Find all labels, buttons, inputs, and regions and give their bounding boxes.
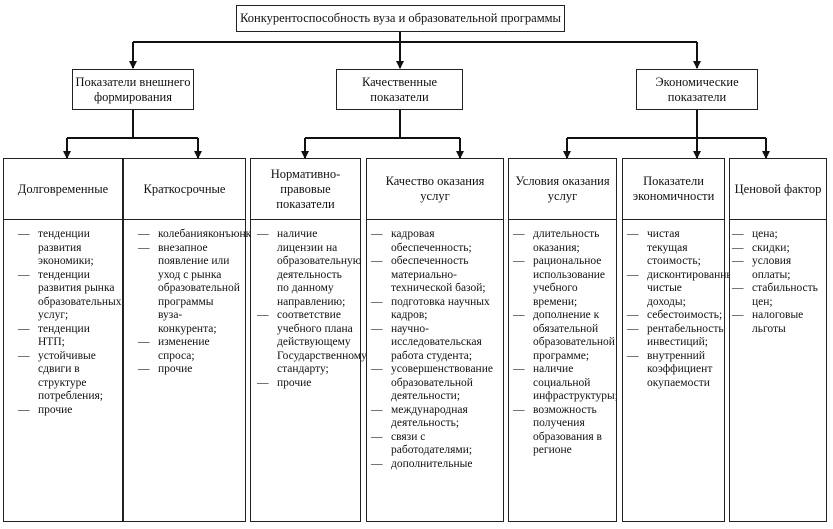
column-economy: Показатели экономичности чистая текущая …	[622, 158, 739, 522]
column-title: Краткосрочные	[124, 159, 245, 220]
list-item: дисконтированные чистые доходы;	[627, 269, 739, 310]
list-item: наличие лицензии на образовательную деят…	[257, 228, 361, 309]
list-item: прочие	[18, 404, 116, 418]
list-item: дополнение к обязательной образовательно…	[513, 309, 615, 363]
list-item: изменение спроса;	[138, 336, 239, 363]
list-item: условия оплаты;	[732, 255, 820, 282]
list-item: кадровая обеспеченность;	[371, 228, 497, 255]
list-item: рентабельность инвестиций;	[627, 323, 724, 350]
list-item: тенденции развития рынка образовательных…	[18, 269, 122, 323]
column-legal: Нормативно-правовые показатели наличие л…	[250, 158, 367, 522]
column-items: чистая текущая стоимость; дисконтированн…	[623, 220, 739, 391]
column-service-quality: Качество оказания услуг кадровая обеспеч…	[366, 158, 504, 522]
list-item: обеспеченность материально-технической б…	[371, 255, 497, 296]
list-item: тенденции НТП;	[18, 323, 116, 350]
group-node-external: Показатели внешнего формирования	[72, 69, 194, 110]
list-item: налоговые льготы	[732, 309, 820, 336]
list-item: чистая текущая стоимость;	[627, 228, 718, 269]
root-node: Конкурентоспособность вуза и образовател…	[236, 5, 565, 32]
root-label: Конкурентоспособность вуза и образовател…	[240, 11, 561, 25]
column-short-term: Краткосрочные колебанияконъюнктуры; внез…	[123, 158, 278, 522]
column-items: кадровая обеспеченность; обеспеченность …	[367, 220, 503, 471]
list-item: подготовка научных кадров;	[371, 296, 497, 323]
column-items: наличие лицензии на образовательную деят…	[251, 220, 367, 391]
column-title: Долговременные	[4, 159, 122, 220]
list-item: скидки;	[732, 242, 820, 256]
list-item: длительность оказания;	[513, 228, 610, 255]
column-service-conditions: Условия оказания услуг длительность оказ…	[508, 158, 618, 522]
list-item: себестоимость;	[627, 309, 722, 323]
column-long-term: Долговременные тенденции развития эконом…	[3, 158, 123, 522]
list-item: возможность получения образования в реги…	[513, 404, 610, 458]
column-items: цена; скидки; условия оплаты; стабильнос…	[730, 220, 826, 336]
list-item: рациональное использование учебного врем…	[513, 255, 610, 309]
group-node-quality: Качественные показатели	[336, 69, 463, 110]
column-title: Нормативно-правовые показатели	[251, 159, 360, 220]
list-item: международная деятельность;	[371, 404, 497, 431]
column-title: Качество оказания услуг	[367, 159, 503, 220]
column-title: Ценовой фактор	[730, 159, 826, 220]
list-item: научно-исследовательская работа студента…	[371, 323, 497, 364]
column-items: колебанияконъюнктуры; внезапное появлени…	[124, 220, 278, 377]
group-node-economic: Экономические показатели	[636, 69, 758, 110]
list-item: прочие	[257, 377, 354, 391]
list-item: соответствие учебного плана действующему…	[257, 309, 367, 377]
list-item: внезапное появление или уход с рынка обр…	[138, 242, 240, 337]
list-item: дополнительные	[371, 458, 497, 472]
list-item: устойчивые сдвиги в структуре потреблени…	[18, 350, 116, 404]
column-title: Показатели экономичности	[623, 159, 724, 220]
list-item: наличие социальной инфраструктуры;	[513, 363, 618, 404]
group-label: Экономические показатели	[655, 74, 739, 104]
group-label: Показатели внешнего формирования	[75, 74, 191, 104]
list-item: внутренний коэффициент окупаемости	[627, 350, 718, 391]
list-item: цена;	[732, 228, 820, 242]
list-item: связи с работодателями;	[371, 431, 497, 458]
list-item: тенденции развития экономики;	[18, 228, 116, 269]
list-item: усовершенствование образовательной деяте…	[371, 363, 497, 404]
group-label: Качественные показатели	[361, 74, 438, 104]
column-items: тенденции развития экономики; тенденции …	[4, 220, 122, 417]
list-item: колебанияконъюнктуры;	[138, 228, 278, 242]
column-title: Условия оказания услуг	[509, 159, 616, 220]
column-price: Ценовой фактор цена; скидки; условия опл…	[729, 158, 827, 522]
column-items: длительность оказания; рациональное испо…	[509, 220, 618, 458]
list-item: стабильность цен;	[732, 282, 820, 309]
list-item: прочие	[138, 363, 239, 377]
